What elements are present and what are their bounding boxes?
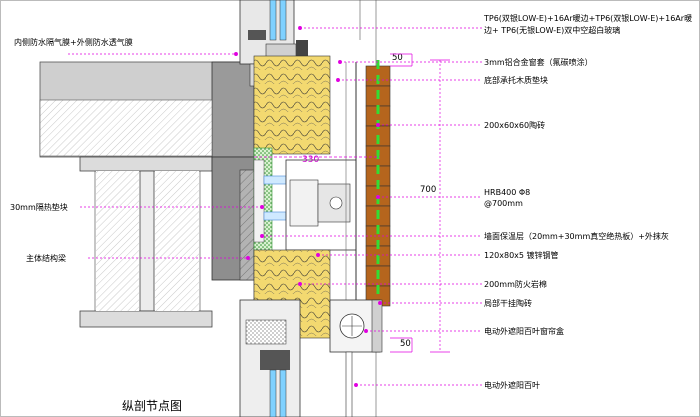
dim-height: 700 [420, 185, 436, 195]
leader-lines-left [68, 52, 264, 260]
label-rebar-1: HRB400 Φ8 [484, 188, 530, 197]
label-rebar-2: @700mm [484, 199, 523, 208]
dim-depth: 330 [302, 155, 319, 165]
dimension-lines [390, 53, 450, 353]
upper-rockwool [253, 55, 331, 155]
label-thermal-pad: 30mm隔热垫块 [10, 202, 68, 212]
electric-blind-box [329, 299, 383, 353]
label-glass-1: TP6(双银LOW-E)+16Ar暖边+TP6(双银LOW-E)+16Ar暖 [483, 13, 692, 23]
dim-bottom-gap: 50 [400, 339, 411, 349]
drawing-title: 纵剖节点图 [122, 399, 182, 413]
dim-top-gap: 50 [392, 53, 403, 63]
label-rockwool: 200mm防火岩棉 [484, 279, 547, 289]
label-hang-tile: 局部干挂陶砖 [484, 298, 532, 308]
label-steel-tube: 120x80x5 镀锌钢管 [484, 250, 559, 260]
main-structural-beam [39, 61, 256, 328]
galvanized-steel-tube [285, 159, 357, 251]
label-blind: 电动外遮阳百叶 [484, 380, 540, 390]
electric-blinds [345, 351, 353, 417]
leader-lines-right [260, 26, 482, 387]
label-wood: 底部承托木质垫块 [484, 75, 548, 85]
label-tile: 200x60x60陶砖 [484, 120, 545, 130]
label-blind-box: 电动外遮阳百叶窗帘盒 [484, 326, 564, 336]
label-insulation: 墙面保温层（20mm+30mm真空绝热板）+外抹灰 [484, 231, 669, 241]
label-beam: 主体结构梁 [26, 253, 66, 263]
thermal-pad-block [253, 159, 265, 243]
label-glass-2: 边+ TP6(无银LOW-E)双中空超白玻璃 [484, 25, 620, 35]
label-membranes: 内侧防水隔气膜+外侧防水透气膜 [14, 37, 133, 47]
window-frame-bottom [239, 299, 301, 417]
label-cover: 3mm铝合金窗套（氟碳喷涂） [484, 57, 593, 67]
